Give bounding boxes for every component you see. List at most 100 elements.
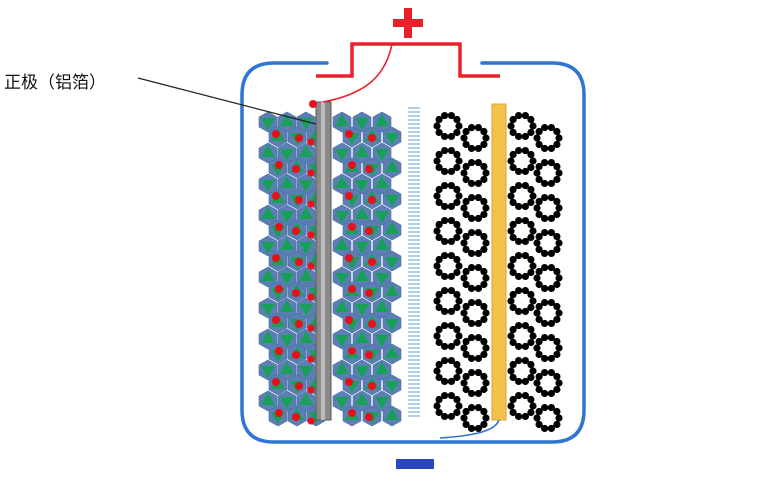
graphite-atom	[515, 146, 523, 155]
cathode-octahedron-face	[385, 133, 399, 145]
lithium-ion	[307, 386, 315, 394]
graphite-atom	[553, 337, 561, 346]
graphite-atom	[553, 385, 561, 394]
separator	[408, 107, 420, 417]
graphite-atom	[535, 140, 543, 149]
graphite-atom	[507, 332, 515, 340]
graphite-atom	[521, 356, 529, 365]
graphite-atom	[435, 408, 443, 417]
graphite-atom	[462, 420, 470, 429]
cathode-octahedron-face	[385, 284, 399, 296]
graphite-atom	[474, 158, 482, 167]
positive-terminal-cap	[316, 42, 500, 78]
graphite-atom	[533, 379, 541, 387]
graphite-atom	[541, 333, 549, 342]
graphite-atom	[482, 414, 490, 422]
graphite-atom	[482, 204, 490, 212]
graphite-atom	[441, 342, 449, 351]
graphite-atom	[462, 197, 470, 206]
graphite-atom	[541, 214, 549, 223]
graphite-atom	[462, 127, 470, 136]
graphite-atom	[515, 356, 523, 365]
lithium-ion	[345, 130, 353, 138]
graphite-atom	[555, 344, 563, 352]
cathode-octahedron-face	[385, 381, 399, 393]
graphite-atom	[535, 267, 543, 276]
graphite-atom	[441, 181, 449, 190]
cathode-octahedron-face	[355, 304, 369, 316]
graphite-atom	[529, 367, 537, 375]
graphite-atom	[527, 185, 535, 194]
graphite-atom	[441, 356, 449, 365]
graphite-atom	[441, 286, 449, 295]
graphite-atom	[547, 214, 555, 223]
graphite-atom	[462, 162, 470, 171]
lithium-ion	[365, 289, 373, 297]
cathode-octahedron-face	[355, 366, 369, 378]
graphite-atom	[521, 321, 529, 330]
graphite-atom	[480, 127, 488, 136]
graphite-atom	[447, 111, 455, 120]
graphite-atom	[541, 424, 549, 433]
graphite-atom	[553, 232, 561, 241]
graphite-atom	[455, 367, 463, 375]
graphite-atom	[553, 267, 561, 276]
graphite-atom	[453, 255, 461, 264]
graphite-atom	[527, 303, 535, 312]
graphite-atom	[474, 354, 482, 363]
graphite-atom	[521, 342, 529, 351]
lithium-ion	[307, 262, 315, 270]
graphite-atom	[521, 307, 529, 316]
graphite-atom	[468, 424, 476, 433]
lithium-ion	[272, 192, 280, 200]
graphite-atom	[507, 367, 515, 375]
graphite-atom	[435, 303, 443, 312]
graphite-atom	[527, 338, 535, 347]
graphite-atom	[533, 169, 541, 177]
lithium-ion	[272, 254, 280, 262]
lithium-ion	[275, 285, 283, 293]
graphite-atom	[555, 134, 563, 142]
graphite-atom	[521, 391, 529, 400]
graphite-atom	[521, 167, 529, 176]
graphite-atom	[553, 127, 561, 136]
lithium-ion	[307, 324, 315, 332]
graphite-atom	[509, 220, 517, 229]
graphite-atom	[460, 344, 468, 352]
graphite-atom	[541, 298, 549, 307]
graphite-atom	[480, 140, 488, 149]
graphite-atom	[468, 319, 476, 328]
graphite-atom	[527, 220, 535, 229]
graphite-atom	[453, 163, 461, 172]
lithium-ion	[295, 196, 303, 204]
lithium-ion	[292, 413, 300, 421]
graphite-atom	[535, 315, 543, 324]
graphite-atom	[553, 162, 561, 171]
graphite-atom	[455, 192, 463, 200]
graphite-atom	[509, 373, 517, 382]
graphite-atom	[468, 249, 476, 258]
graphite-atom	[555, 169, 563, 177]
graphite-atom	[547, 228, 555, 237]
graphite-atom	[527, 395, 535, 404]
graphite-atom	[521, 412, 529, 421]
lithium-ion	[307, 293, 315, 301]
graphite-atom	[433, 367, 441, 375]
graphite-atom	[541, 403, 549, 412]
cathode-octahedron-face	[375, 362, 389, 374]
graphite-atom	[468, 368, 476, 377]
graphite-atom	[547, 298, 555, 307]
graphite-atom	[468, 179, 476, 188]
graphite-atom	[480, 267, 488, 276]
graphite-atom	[533, 414, 541, 422]
cathode-octahedron-face	[355, 269, 369, 281]
graphite-atom	[521, 237, 529, 246]
graphite-atom	[527, 360, 535, 369]
lithium-ion	[307, 231, 315, 239]
graphite-atom	[441, 321, 449, 330]
graphite-atom	[555, 274, 563, 282]
graphite-atom	[453, 408, 461, 417]
graphite-atom	[441, 146, 449, 155]
graphite-atom	[515, 216, 523, 225]
graphite-atom	[433, 297, 441, 305]
